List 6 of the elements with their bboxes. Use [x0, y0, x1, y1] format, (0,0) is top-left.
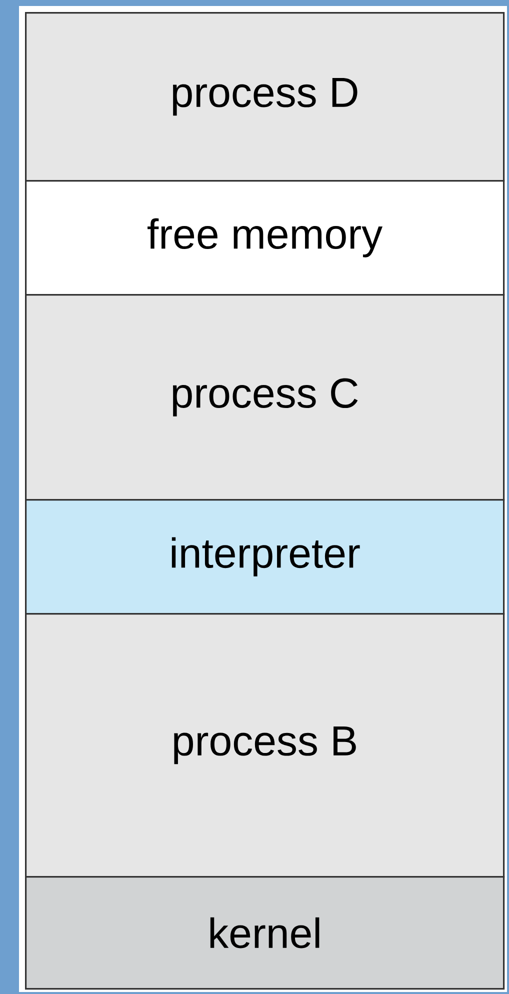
memory-region: process D [25, 12, 505, 182]
memory-region: process B [25, 613, 505, 878]
memory-region: free memory [25, 180, 505, 296]
memory-region: kernel [25, 876, 505, 990]
memory-region: process C [25, 294, 505, 501]
memory-region: interpreter [25, 499, 505, 615]
